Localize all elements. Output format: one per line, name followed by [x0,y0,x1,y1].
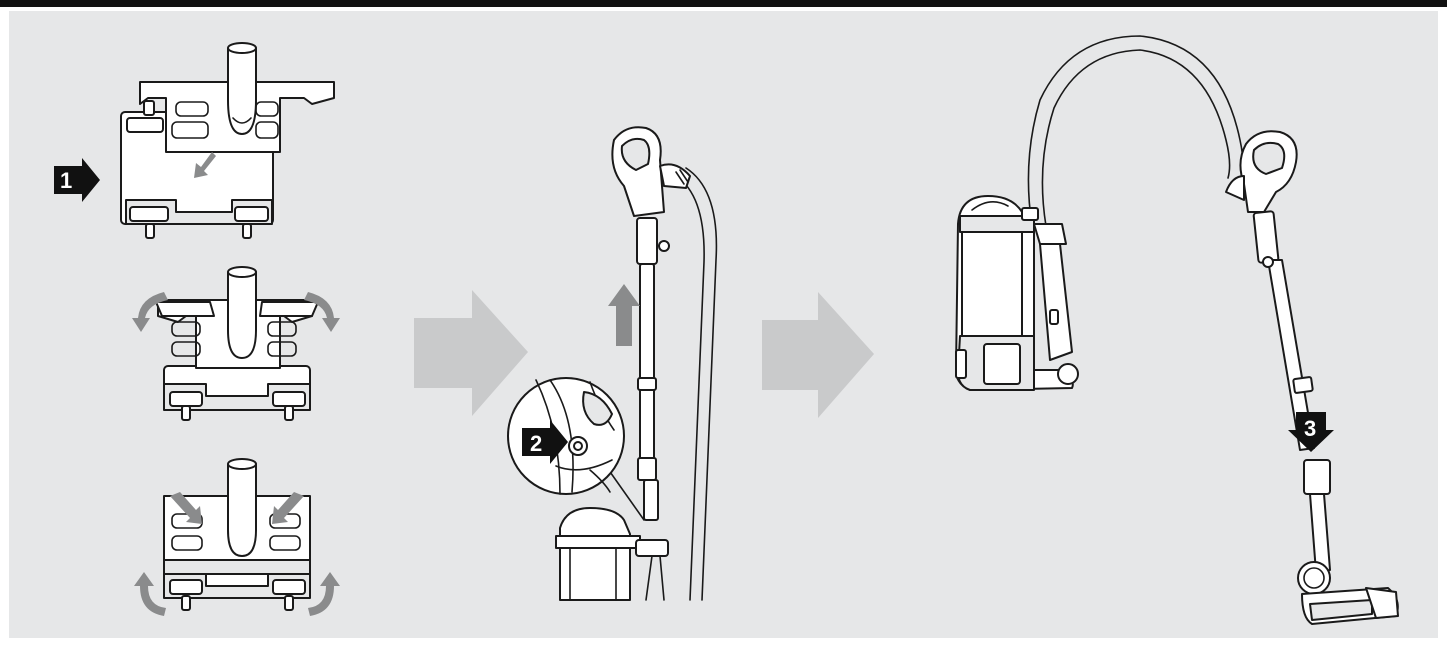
flow-arrow [414,290,528,416]
backpack-view [956,36,1398,624]
step-2-number: 2 [530,431,542,456]
motion-arrow [134,572,166,616]
caddy-view-1 [121,43,334,238]
step-1-number: 1 [60,168,72,193]
motion-arrow [308,572,340,616]
step-3-number: 3 [1304,416,1316,441]
motion-arrow [608,284,640,346]
step-1-marker: 1 [54,158,100,202]
caddy-view-3 [134,459,340,616]
upright-view [508,127,716,600]
caddy-view-2 [132,267,340,420]
flow-arrow [762,292,874,418]
